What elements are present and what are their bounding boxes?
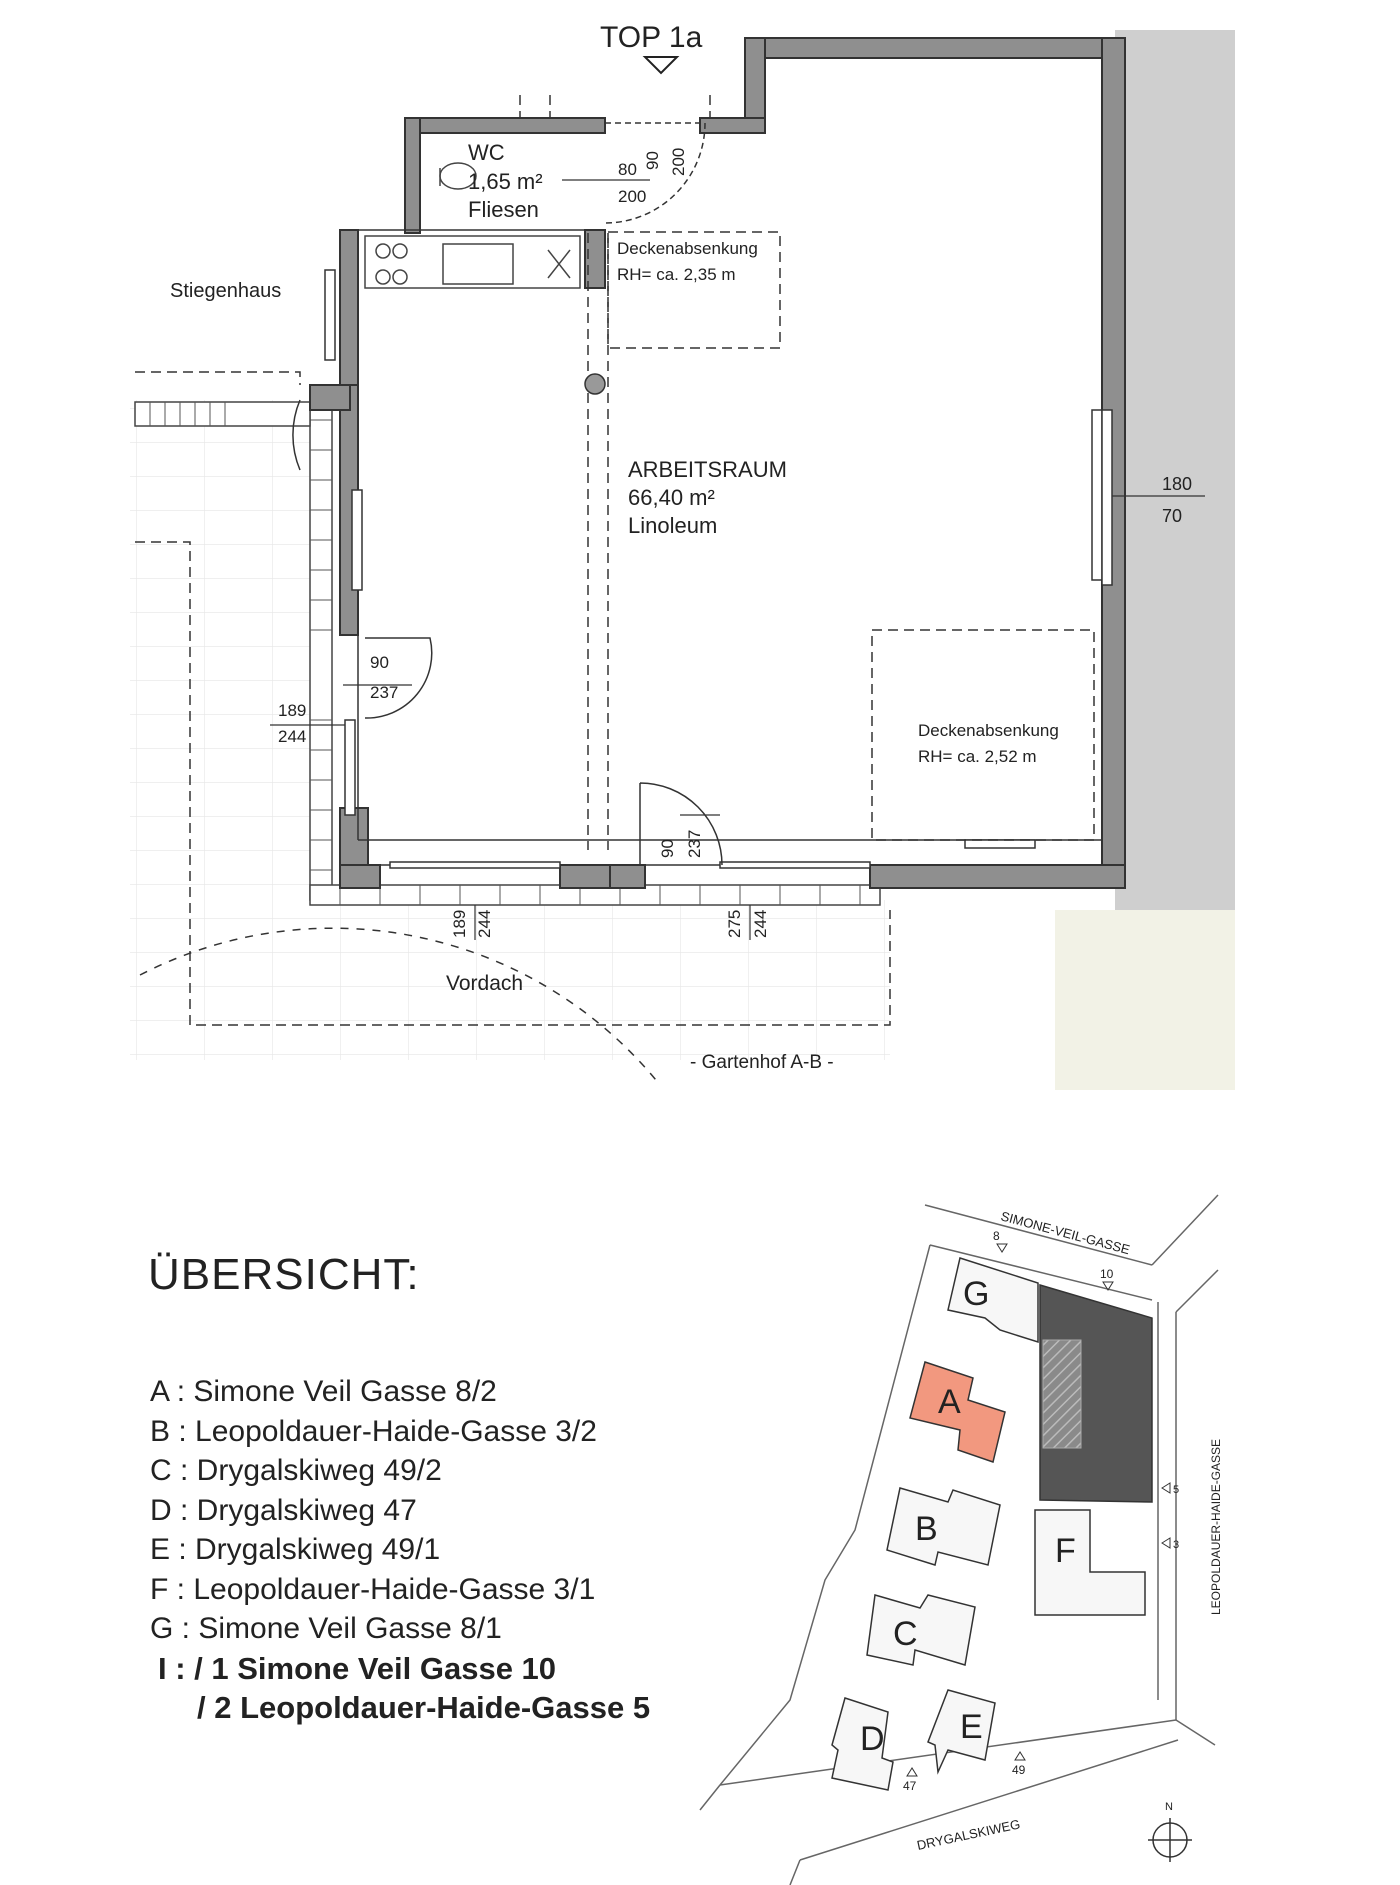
wc-fixture (439, 162, 477, 190)
wc-door-top: 80 (618, 160, 637, 179)
windows (324, 269, 1113, 869)
east-window-bottom: 70 (1162, 506, 1182, 526)
wc-area: 1,65 m² (468, 169, 543, 194)
street-south-label: DRYGALSKIWEG (916, 1816, 1022, 1853)
kitchen-row (364, 235, 581, 289)
stairwell-label: Stiegenhaus (170, 280, 281, 302)
building-c-label: C (893, 1615, 918, 1653)
building-block-hatched (1042, 1339, 1082, 1449)
south-door-1: 90 (658, 839, 677, 858)
brick-strip-west (309, 389, 333, 901)
building-f (1034, 1509, 1146, 1616)
garden-area (1055, 910, 1235, 1090)
wc-dim-v1: 90 (643, 151, 662, 170)
building-f-label: F (1055, 1532, 1076, 1570)
south-win2-a: 275 (725, 910, 744, 938)
street-lines (699, 1194, 1219, 1885)
house-number-8: 8 (993, 1229, 1000, 1243)
house-number-3: 3 (1173, 1539, 1179, 1551)
courtyard-label: - Gartenhof A-B - (690, 1052, 834, 1073)
room-area: 66,40 m² (628, 485, 715, 510)
south-win1-b: 244 (475, 910, 494, 938)
legend-item-f: F : Leopoldauer-Haide-Gasse 3/1 (150, 1572, 596, 1606)
wc-dim-v2: 200 (669, 148, 688, 176)
building-e-label: E (960, 1708, 983, 1746)
buildings (831, 1257, 1146, 1791)
street-east-label: LEOPOLDAUER-HAIDE-GASSE (1209, 1439, 1223, 1615)
door-swings (139, 122, 723, 1086)
legend-item-c: C : Drygalskiweg 49/2 (150, 1454, 442, 1487)
building-d (831, 1697, 894, 1791)
south-win1-a: 189 (450, 910, 469, 938)
legend-list: A : Simone Veil Gasse 8/2 B : Leopoldaue… (150, 1372, 650, 1728)
ceiling2-height: RH= ca. 2,52 m (918, 747, 1037, 766)
wc-door-bottom: 200 (618, 187, 646, 206)
wc-floor: Fliesen (468, 197, 539, 222)
west-door-bottom: 237 (370, 683, 398, 702)
building-g (947, 1257, 1039, 1344)
unit-label: TOP 1a (600, 21, 703, 54)
railing-lines (149, 402, 226, 426)
building-b (886, 1487, 1001, 1566)
building-a-label: A (938, 1383, 961, 1421)
unit-marker-icon (642, 56, 680, 75)
street-north-label: SIMONE-VEIL-GASSE (999, 1208, 1132, 1257)
building-b-label: B (915, 1510, 938, 1548)
building-e (927, 1689, 996, 1775)
wc-name: WC (468, 140, 505, 165)
building-c (866, 1594, 976, 1666)
ceiling1-height: RH= ca. 2,35 m (617, 265, 736, 284)
ceiling1-label: Deckenabsenkung (617, 239, 758, 258)
brick-lines-west (310, 419, 332, 871)
house-number-47: 47 (903, 1779, 917, 1793)
dashed-outlines (135, 95, 1095, 1026)
canopy-label: Vordach (446, 972, 523, 995)
room-name: ARBEITSRAUM (628, 457, 787, 482)
paving-south (130, 900, 890, 1060)
south-win2-b: 244 (751, 910, 770, 938)
legend-item-i1: I : / 1 Simone Veil Gasse 10 (158, 1650, 557, 1686)
walls (309, 37, 1126, 889)
building-d-label: D (860, 1720, 885, 1758)
east-window-top: 180 (1162, 474, 1192, 494)
west-window-bottom: 244 (278, 727, 306, 746)
overview-title: ÜBERSICHT: (148, 1250, 420, 1299)
legend-item-i2: / 2 Leopoldauer-Haide-Gasse 5 (197, 1690, 651, 1725)
legend-item-b: B : Leopoldauer-Haide-Gasse 3/2 (150, 1414, 597, 1448)
south-door-2: 237 (685, 830, 704, 858)
west-window-top: 189 (278, 701, 306, 720)
room-floor: Linoleum (628, 513, 717, 538)
building-g-label: G (963, 1275, 989, 1313)
building-a (909, 1361, 1006, 1463)
legend-item-e: E : Drygalskiweg 49/1 (150, 1533, 441, 1566)
north-label: N (1165, 1801, 1173, 1813)
railing (134, 401, 311, 427)
house-number-5: 5 (1173, 1484, 1179, 1496)
house-number-49: 49 (1012, 1763, 1026, 1777)
west-door-top: 90 (370, 653, 389, 672)
ceiling2-label: Deckenabsenkung (918, 721, 1059, 740)
dimension-lines (270, 179, 1205, 940)
brick-lines-south (339, 885, 861, 905)
legend-item-a: A : Simone Veil Gasse 8/2 (150, 1375, 497, 1408)
north-arrow-icon (1148, 1818, 1192, 1862)
entry-markers (906, 1243, 1171, 1777)
legend-item-g: G : Simone Veil Gasse 8/1 (150, 1612, 502, 1645)
house-number-10: 10 (1100, 1267, 1114, 1281)
site-map (699, 1194, 1219, 1885)
legend-item-d: D : Drygalskiweg 47 (150, 1493, 417, 1527)
column (584, 373, 606, 395)
